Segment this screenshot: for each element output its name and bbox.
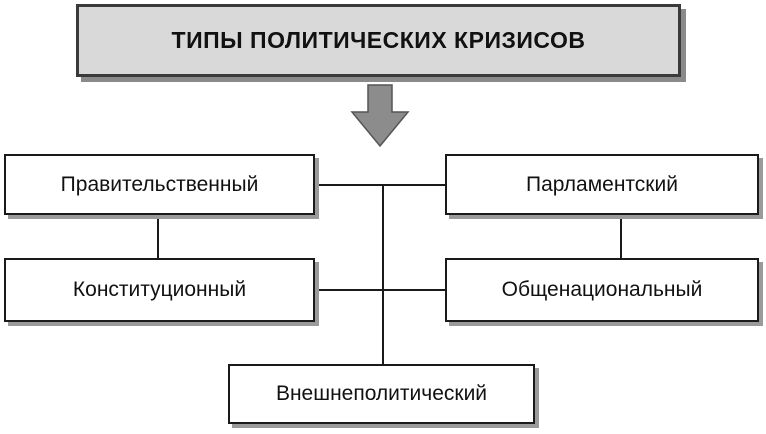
node-foreign-policy-crisis: Внешнеполитический (228, 364, 535, 424)
diagram-title: ТИПЫ ПОЛИТИЧЕСКИХ КРИЗИСОВ (76, 4, 681, 77)
down-arrow-icon (350, 84, 410, 148)
node-parliamentary-crisis: Парламентский (445, 154, 759, 215)
node-constitutional-crisis: Конституционный (4, 258, 315, 322)
node-government-crisis: Правительственный (4, 154, 315, 215)
node-national-crisis: Общенациональный (445, 258, 759, 322)
